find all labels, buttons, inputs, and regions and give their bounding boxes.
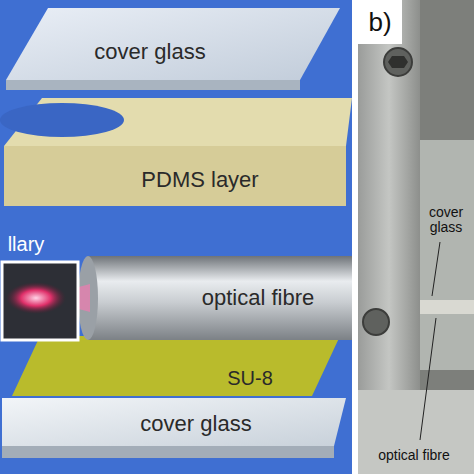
part-label: optical fibre bbox=[202, 286, 315, 310]
part-label: PDMS layer bbox=[141, 168, 258, 192]
leader-line bbox=[420, 318, 436, 440]
photo-screw bbox=[384, 48, 412, 76]
photo-base bbox=[358, 390, 474, 474]
photo-glass bbox=[420, 140, 474, 370]
cover-glass-edge bbox=[2, 446, 334, 458]
part-label: SU-8 bbox=[227, 367, 273, 389]
cover-glass-edge bbox=[6, 80, 300, 90]
photo-screw-socket bbox=[388, 56, 408, 68]
capillary-view bbox=[2, 262, 78, 340]
pdms-front bbox=[4, 146, 346, 206]
part-label: cover glass bbox=[421, 205, 471, 236]
cover-glass-top bbox=[6, 8, 340, 80]
panel-divider bbox=[352, 0, 358, 474]
part-label: cover glass bbox=[140, 412, 251, 436]
panel-letter: b) bbox=[368, 8, 391, 37]
label-background bbox=[358, 0, 402, 44]
cover-glass-bottom bbox=[2, 398, 346, 446]
part-label: optical fibre bbox=[378, 448, 450, 463]
leader-line bbox=[432, 242, 440, 296]
pdms-hole bbox=[0, 103, 124, 137]
su8-layer bbox=[12, 336, 340, 396]
capillary-glow bbox=[6, 282, 66, 314]
part-label: cover glass bbox=[94, 40, 205, 64]
photo-background bbox=[358, 0, 474, 474]
photo-fibre bbox=[420, 300, 474, 314]
photo-screw bbox=[363, 309, 389, 335]
part-label: llary bbox=[8, 233, 45, 255]
optical-fibre bbox=[88, 256, 352, 340]
panel-background bbox=[0, 0, 352, 474]
